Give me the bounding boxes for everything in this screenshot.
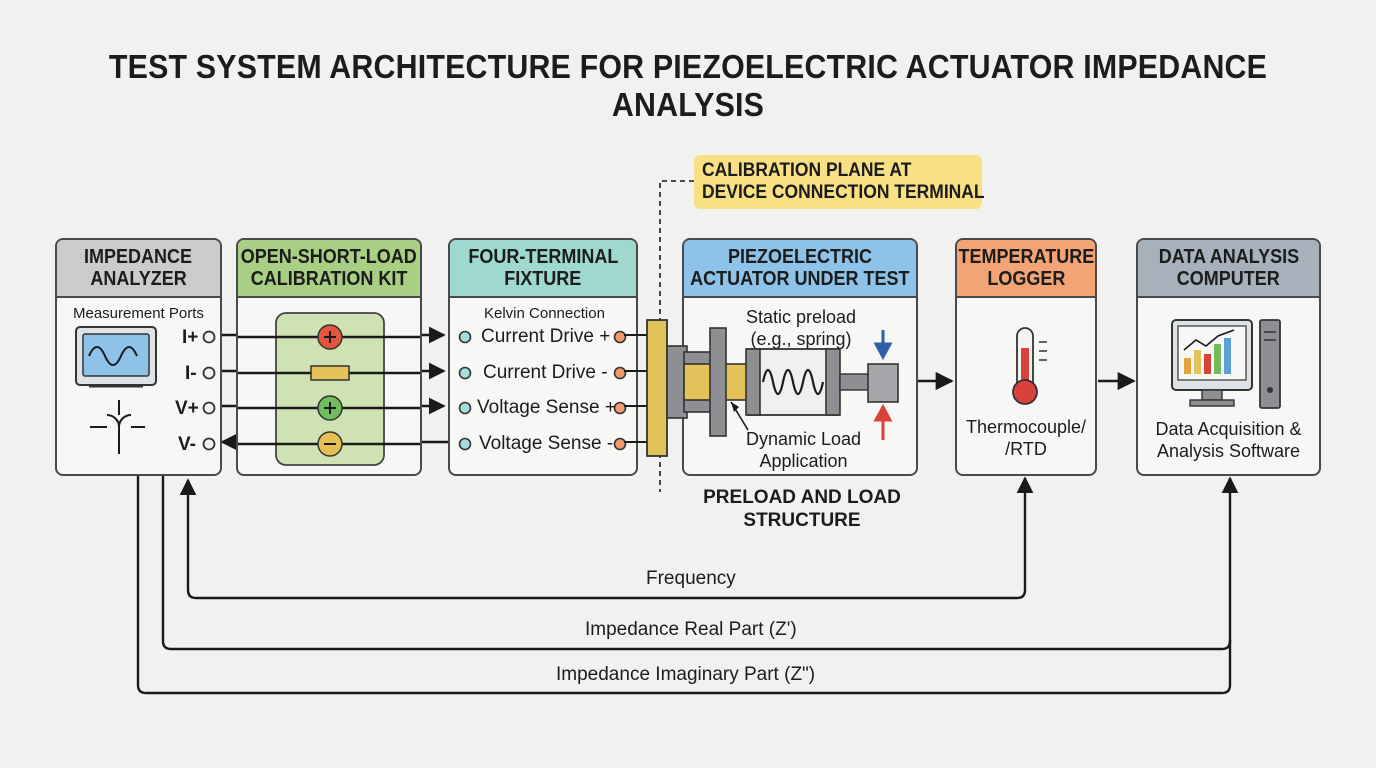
load-head: [867, 363, 899, 403]
analyzer-artwork: [75, 326, 216, 454]
port-i-plus-label: I+: [182, 327, 199, 348]
port-terminals: [202, 330, 216, 451]
terminal-voltage-sense-minus: Voltage Sense -: [479, 433, 614, 454]
preload-structure-caption: PRELOAD AND LOAD STRUCTURE: [702, 486, 902, 532]
spring-coil: [761, 368, 825, 396]
loop-frequency: [179, 476, 1034, 600]
analyzer-header-line-2: ANALYZER: [90, 268, 187, 290]
software-line-1: Data Acquisition &: [1155, 419, 1302, 439]
calibration-plane-callout: CALIBRATION PLANE AT DEVICE CONNECTION T…: [694, 155, 985, 209]
calkit-artwork: [238, 312, 420, 466]
software-label: Data Acquisition & Analysis Software: [1138, 418, 1319, 462]
measurement-ports-label: Measurement Ports: [73, 305, 204, 322]
terminal-voltage-sense-plus: Voltage Sense +: [477, 397, 616, 418]
open-standard-icon: [317, 324, 343, 350]
computer-header-line-2: COMPUTER: [1176, 268, 1280, 290]
calibration-kit-box: OPEN-SHORT-LOAD CALIBRATION KIT: [236, 238, 422, 476]
fixture-header: FOUR-TERMINAL FIXTURE: [450, 240, 636, 298]
temperature-logger-header: TEMPERATURE LOGGER: [957, 240, 1095, 298]
preload-arrow: [873, 330, 893, 361]
thermocouple-line-1: Thermocouple/: [965, 417, 1087, 437]
minus-standard-icon: [317, 431, 343, 457]
caption-line-1: PRELOAD AND LOAD: [703, 487, 901, 508]
loop-imaginary: [136, 476, 1232, 695]
dynamic-load-arrow: [873, 403, 893, 440]
computer-icon: [1171, 319, 1281, 409]
load-resistor-icon: [310, 365, 350, 381]
static-preload-line-2: (e.g., spring): [750, 329, 852, 349]
computer-header-line-1: DATA ANALYSIS: [1158, 246, 1299, 268]
impedance-analyzer-header: IMPEDANCE ANALYZER: [57, 240, 220, 298]
analyzer-header-line-1: IMPEDANCE: [84, 246, 193, 268]
logger-header-line-1: TEMPERATURE: [958, 246, 1094, 268]
dynamic-load-line-1: Dynamic Load: [746, 429, 862, 449]
computer-header: DATA ANALYSIS COMPUTER: [1138, 240, 1319, 298]
calkit-panel: [275, 312, 385, 466]
port-v-plus-label: V+: [175, 398, 199, 419]
thermometer-icon: [1012, 327, 1047, 405]
clamp-plate: [709, 327, 727, 437]
software-line-2: Analysis Software: [1156, 441, 1301, 461]
actuator-header-line-1: PIEZOELECTRIC: [727, 246, 872, 268]
impedance-imaginary-label: Impedance Imaginary Part (Z"): [556, 664, 816, 685]
computer-box: DATA ANALYSIS COMPUTER Data Acquisition …: [1136, 238, 1321, 476]
fixture-header-line-1: FOUR-TERMINAL: [468, 246, 618, 268]
kelvin-connection-label: Kelvin Connection: [484, 305, 605, 322]
calibration-kit-header: OPEN-SHORT-LOAD CALIBRATION KIT: [238, 240, 420, 298]
fixture-artwork: [458, 330, 627, 451]
port-v-minus-label: V-: [178, 434, 196, 455]
dynamic-load-line-2: Application: [759, 451, 848, 471]
static-preload-label: Static preload (e.g., spring): [746, 306, 856, 350]
actuator-header: PIEZOELECTRIC ACTUATOR UNDER TEST: [684, 240, 916, 298]
terminal-current-drive-minus: Current Drive -: [483, 362, 608, 383]
diagram-title: TEST SYSTEM ARCHITECTURE FOR PIEZOELECTR…: [108, 48, 1268, 123]
fixture-header-line-2: FIXTURE: [504, 268, 582, 290]
impedance-analyzer-box: IMPEDANCE ANALYZER Measurement Ports I+ …: [55, 238, 222, 476]
thermocouple-line-2: /RTD: [1005, 439, 1047, 459]
thermocouple-label: Thermocouple/ /RTD: [957, 416, 1095, 460]
callout-line-1: CALIBRATION PLANE AT: [702, 160, 912, 181]
caption-line-2: STRUCTURE: [743, 510, 861, 531]
probe-symbol-icon: [90, 400, 145, 454]
short-standard-icon: [317, 395, 343, 421]
fixture-box: FOUR-TERMINAL FIXTURE Kelvin Connection …: [448, 238, 638, 476]
actuator-header-line-2: ACTUATOR UNDER TEST: [690, 268, 910, 290]
calkit-header-line-2: CALIBRATION KIT: [250, 268, 408, 290]
calibration-plane-line: [659, 180, 694, 492]
static-preload-line-1: Static preload: [746, 307, 857, 327]
oscilloscope-screen-icon: [75, 326, 157, 388]
terminal-current-drive-plus: Current Drive +: [481, 326, 611, 347]
dynamic-load-label: Dynamic Load Application: [746, 428, 861, 472]
port-i-minus-label: I-: [185, 363, 197, 384]
impedance-real-label: Impedance Real Part (Z'): [585, 619, 797, 640]
callout-line-2: DEVICE CONNECTION TERMINAL: [702, 182, 985, 203]
frequency-label: Frequency: [646, 568, 736, 589]
temperature-logger-box: TEMPERATURE LOGGER Thermocouple/ /RTD: [955, 238, 1097, 476]
logger-header-line-2: LOGGER: [986, 268, 1065, 290]
calkit-header-line-1: OPEN-SHORT-LOAD: [240, 246, 418, 268]
